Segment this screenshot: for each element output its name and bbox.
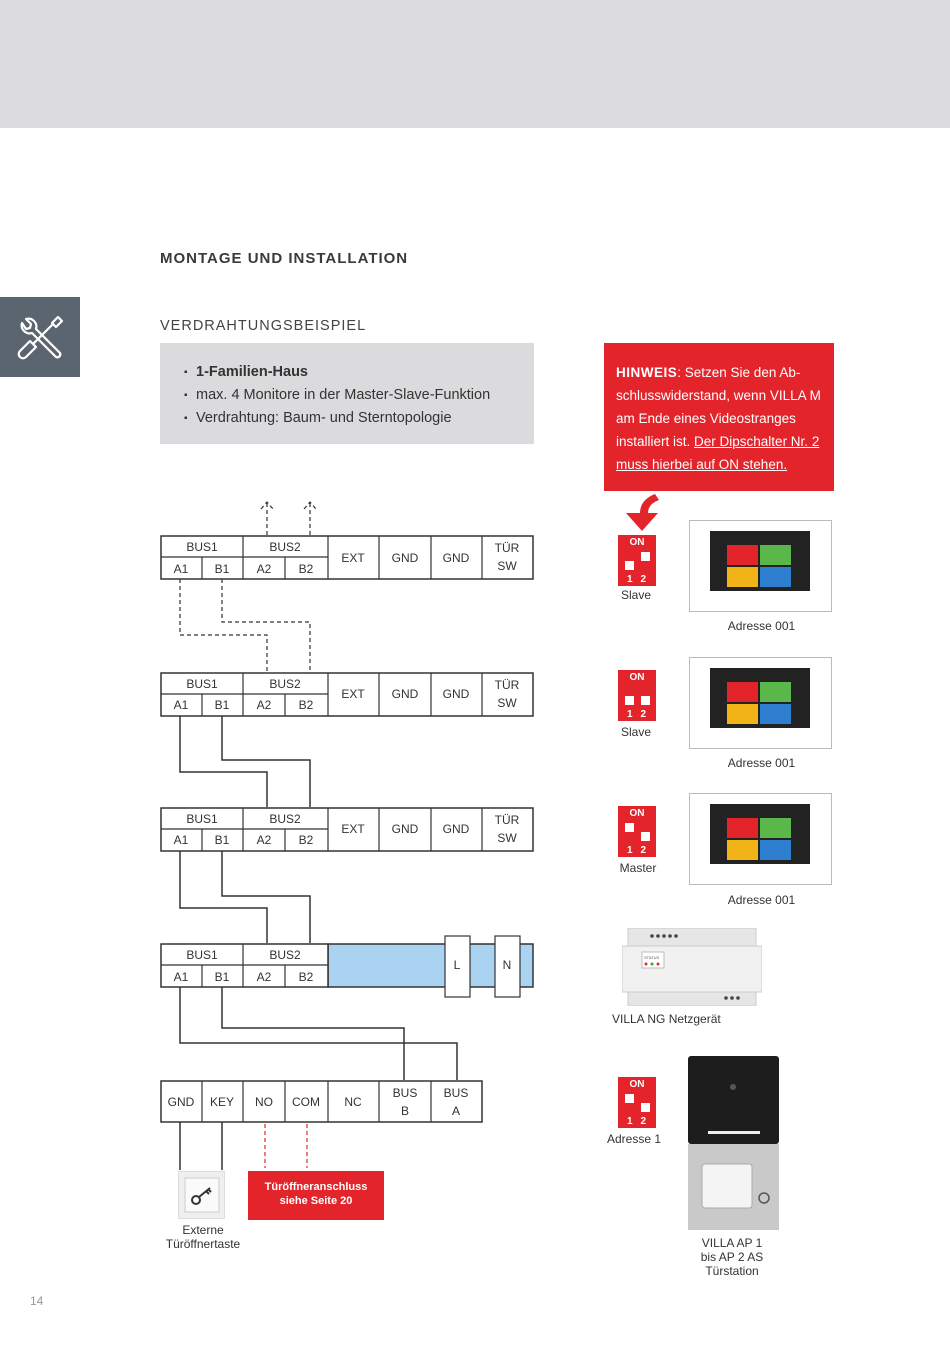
svg-text:B1: B1 (215, 562, 230, 576)
psu-label: VILLA NG Netzgerät (612, 1012, 721, 1026)
door-terminal: GND KEY NO COM NC BUS B BUS A (160, 1080, 483, 1123)
svg-text:BUS: BUS (393, 1086, 418, 1100)
svg-text:EXT: EXT (341, 822, 365, 836)
svg-text:GND: GND (392, 822, 419, 836)
page-number: 14 (30, 1294, 44, 1308)
dip-switch-4: ON 12 (618, 1077, 656, 1128)
svg-text:BUS1: BUS1 (186, 948, 218, 962)
svg-text:L: L (454, 958, 461, 972)
svg-text:BUS1: BUS1 (186, 812, 218, 826)
monitor-3-address: Adresse 001 (727, 893, 796, 907)
monitor-2-image (689, 657, 832, 749)
svg-text:GND: GND (443, 687, 470, 701)
dip-role-2: Slave (620, 725, 652, 739)
svg-text:B1: B1 (215, 698, 230, 712)
monitor-3-image (689, 793, 832, 885)
dip-switch-1: ON 12 (618, 535, 656, 586)
svg-text:EXT: EXT (341, 551, 365, 565)
svg-text:BUS1: BUS1 (186, 677, 218, 691)
door-address: Adresse 1 (606, 1132, 662, 1146)
svg-text:TÜR: TÜR (495, 541, 520, 555)
svg-text:SW: SW (497, 831, 517, 845)
svg-text:A1: A1 (174, 562, 189, 576)
svg-text:KEY: KEY (210, 1095, 234, 1109)
svg-text:B1: B1 (215, 970, 230, 984)
svg-text:GND: GND (443, 822, 470, 836)
svg-text:B2: B2 (299, 698, 314, 712)
svg-text:B1: B1 (215, 833, 230, 847)
svg-text:A1: A1 (174, 698, 189, 712)
svg-text:GND: GND (392, 551, 419, 565)
info-item: max. 4 Monitore in der Master-Slave-Funk… (184, 384, 534, 407)
svg-text:N: N (503, 958, 512, 972)
monitor-2-address: Adresse 001 (727, 756, 796, 770)
svg-text:STATUS: STATUS (644, 955, 660, 960)
monitor-1-image (689, 520, 832, 612)
section-title: MONTAGE UND INSTALLATION (160, 250, 409, 267)
dip-switch-2: ON 12 (618, 670, 656, 721)
svg-text:BUS2: BUS2 (269, 677, 301, 691)
svg-text:BUS1: BUS1 (186, 540, 218, 554)
psu-terminal: BUS1 BUS2 A1 B1 A2 B2 L N (160, 935, 534, 998)
svg-text:B2: B2 (299, 833, 314, 847)
hint-box: HINWEIS: Setzen Sie den Ab-schlusswiders… (604, 343, 834, 491)
svg-text:EXT: EXT (341, 687, 365, 701)
dip-role-3: Master (619, 861, 657, 875)
svg-text:BUS2: BUS2 (269, 812, 301, 826)
monitor-1-address: Adresse 001 (727, 619, 796, 633)
dip-role-1: Slave (620, 588, 652, 602)
key-button-icon (178, 1171, 225, 1219)
svg-text:B2: B2 (299, 970, 314, 984)
svg-text:B: B (401, 1104, 409, 1118)
svg-text:A2: A2 (257, 698, 272, 712)
power-supply-image: STATUS (621, 927, 763, 1007)
svg-text:A: A (452, 1104, 460, 1118)
svg-text:A1: A1 (174, 833, 189, 847)
svg-text:GND: GND (443, 551, 470, 565)
svg-text:A1: A1 (174, 970, 189, 984)
hint-underlined: Der Dipschalter Nr. 2 muss hierbei auf O… (616, 434, 820, 472)
svg-text:COM: COM (292, 1095, 320, 1109)
info-box: 1-Familien-Haus max. 4 Monitore in der M… (160, 343, 534, 444)
svg-text:BUS2: BUS2 (269, 540, 301, 554)
svg-text:NC: NC (344, 1095, 362, 1109)
monitor-terminal-1: BUS1 BUS2 A1 B1 A2 B2 EXT GND GND TÜR SW (160, 535, 534, 580)
monitor-terminal-3: BUS1 BUS2 A1 B1 A2 B2 EXT GND GND TÜR SW (160, 807, 534, 852)
svg-text:A2: A2 (257, 562, 272, 576)
tools-icon (0, 297, 80, 377)
svg-text:BUS: BUS (444, 1086, 469, 1100)
monitor-terminal-2: BUS1 BUS2 A1 B1 A2 B2 EXT GND GND TÜR SW (160, 672, 534, 717)
top-band (0, 0, 950, 128)
svg-text:SW: SW (497, 696, 517, 710)
svg-text:SW: SW (497, 559, 517, 573)
dip-switch-3: ON 12 (618, 806, 656, 857)
door-station-label: VILLA AP 1 bis AP 2 AS Türstation (700, 1236, 764, 1278)
svg-text:A2: A2 (257, 970, 272, 984)
svg-text:TÜR: TÜR (495, 813, 520, 827)
svg-text:GND: GND (392, 687, 419, 701)
svg-text:B2: B2 (299, 562, 314, 576)
svg-text:BUS2: BUS2 (269, 948, 301, 962)
hint-label: HINWEIS (616, 365, 678, 380)
svg-text:GND: GND (168, 1095, 195, 1109)
svg-text:NO: NO (255, 1095, 273, 1109)
down-arrow-icon (626, 494, 659, 531)
sub-title: VERDRAHTUNGSBEISPIEL (160, 318, 367, 334)
svg-text:A2: A2 (257, 833, 272, 847)
info-item: Verdrahtung: Baum- und Sterntopologie (184, 407, 534, 430)
info-item: 1-Familien-Haus (184, 361, 534, 384)
door-station-image (688, 1056, 779, 1230)
svg-text:TÜR: TÜR (495, 678, 520, 692)
hint-text: : Setzen Sie den Ab-schlusswiderstand, w… (616, 365, 821, 449)
